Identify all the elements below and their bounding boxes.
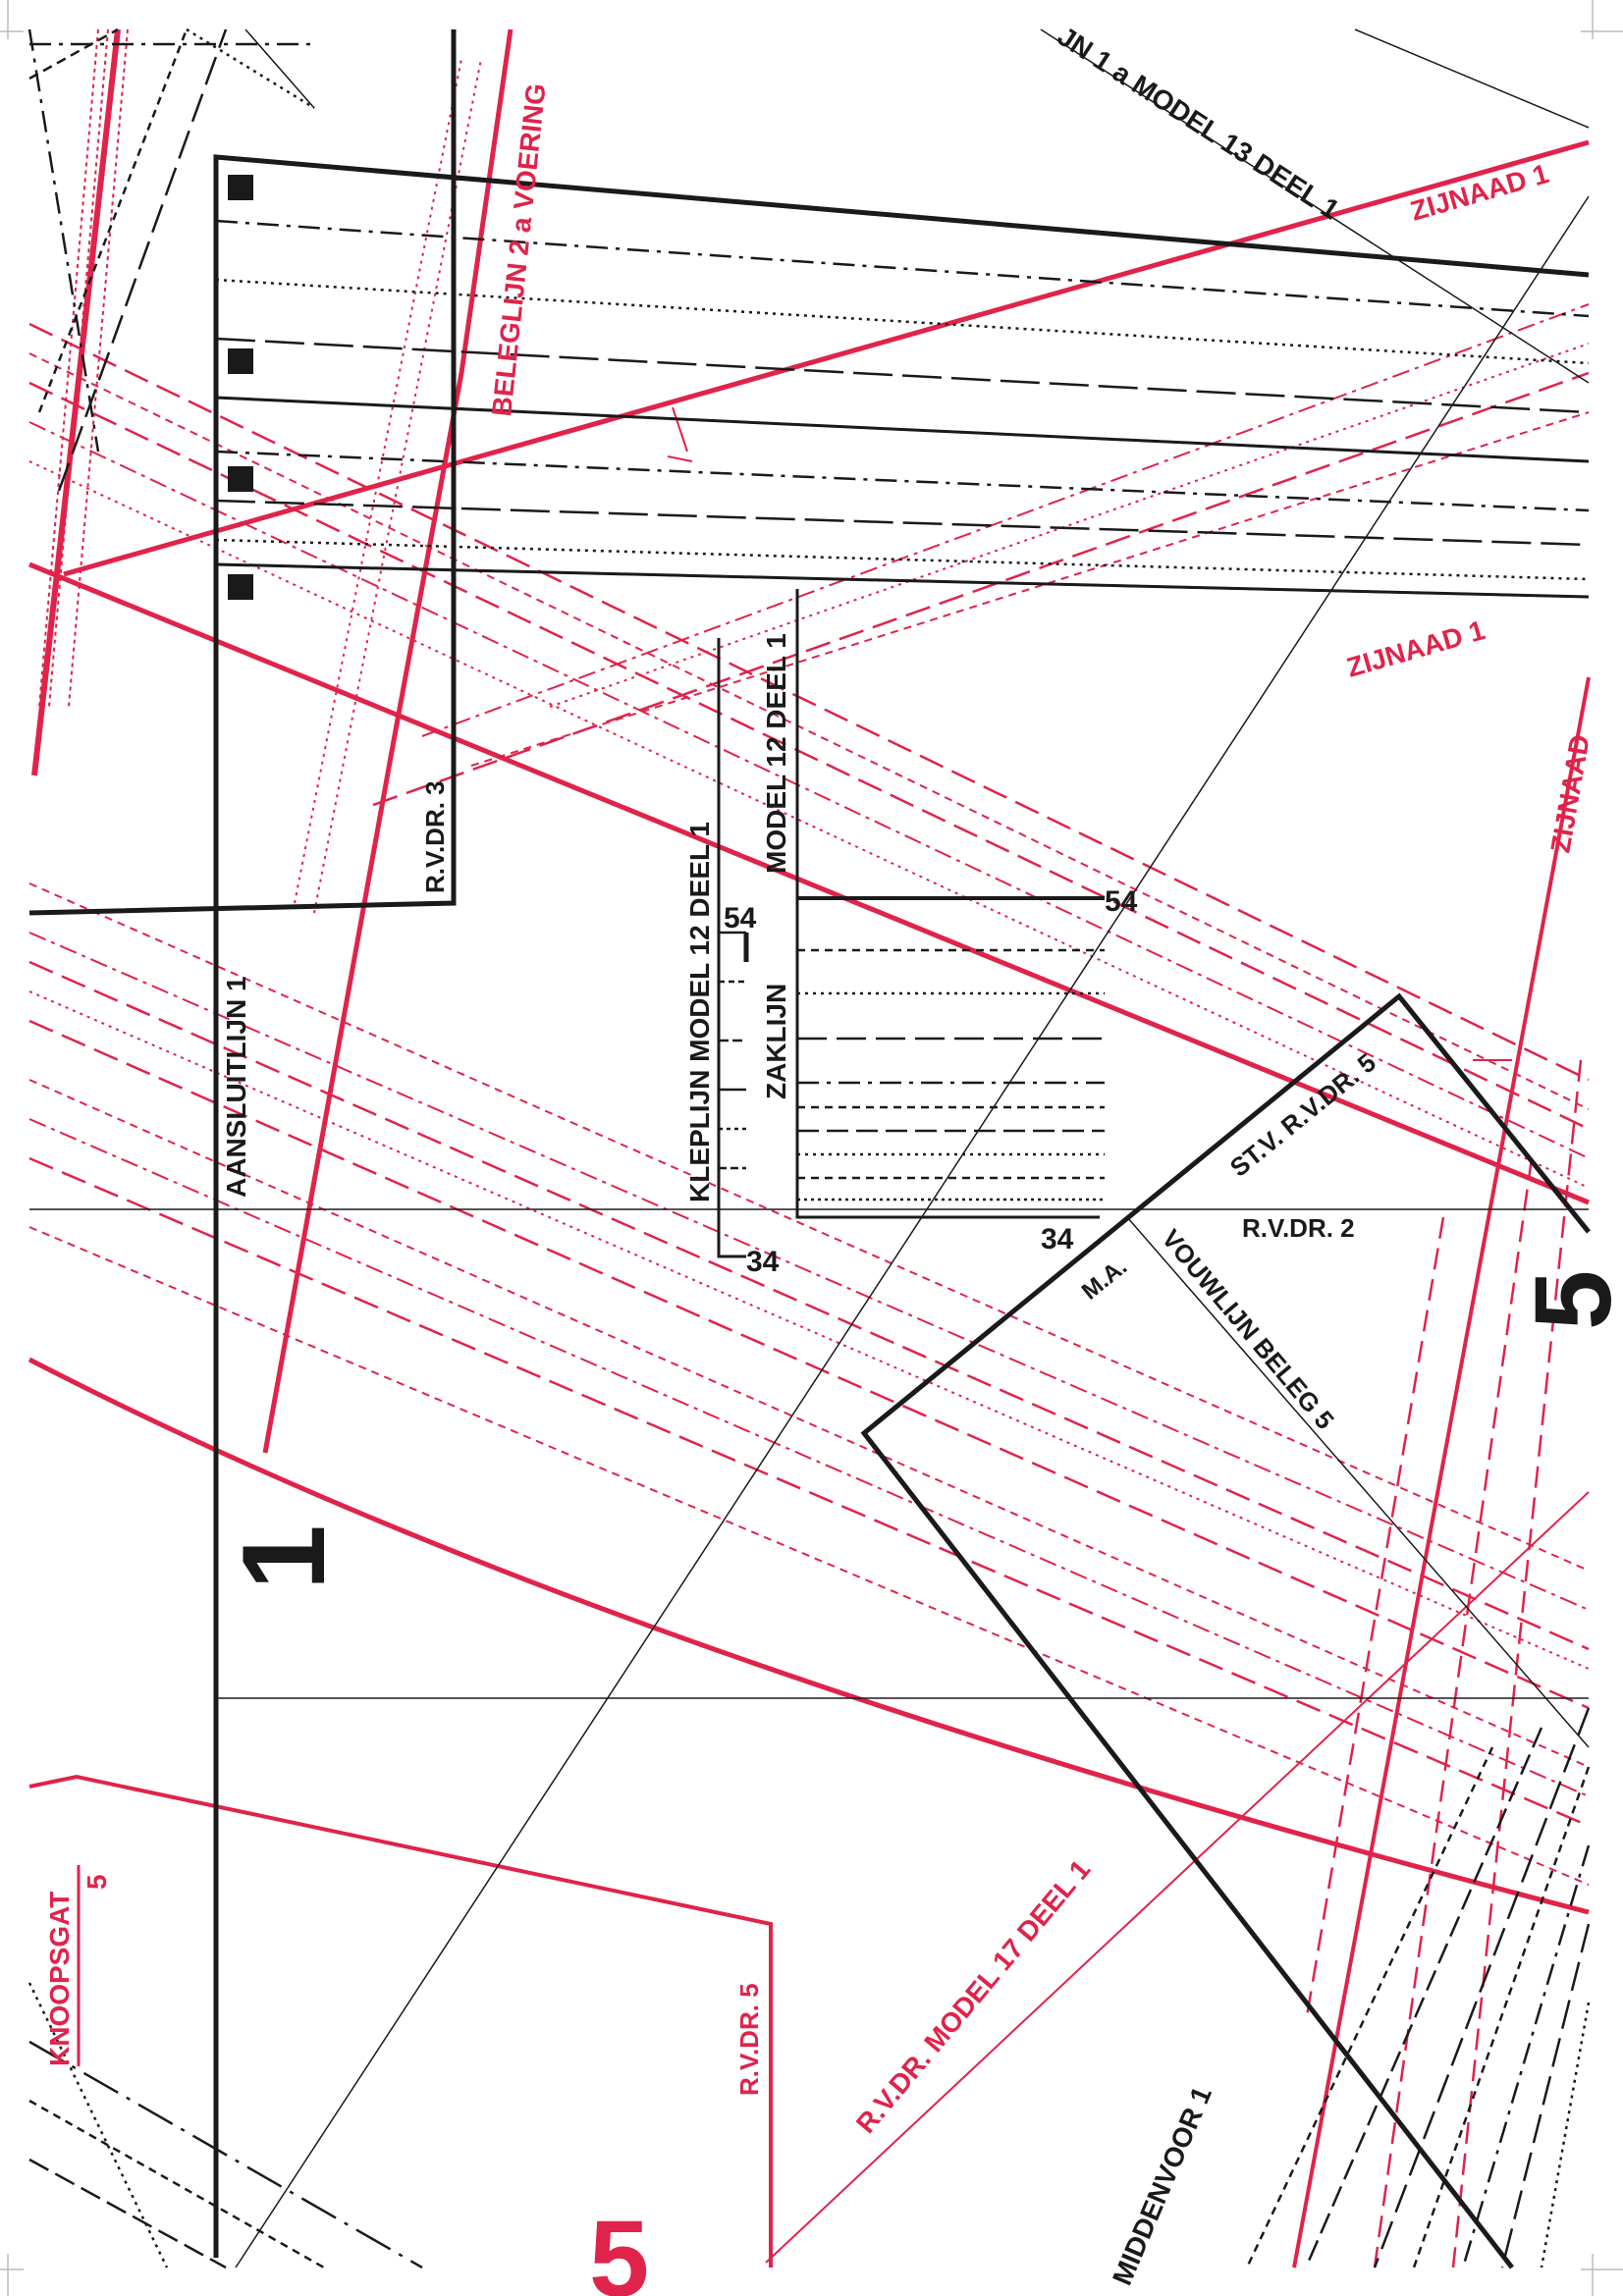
knoopsgat-number: 5 [81,1874,112,1890]
num-54-left: 54 [724,902,757,934]
aansluitlijn-label: AANSLUITLIJN 1 [221,976,251,1198]
rvdr3-label: R.V.DR. 3 [420,780,450,893]
big-number-1: 1 [218,1524,350,1590]
stvrvdr5-label: ST.V. R.V.DR. 5 [1224,1047,1381,1183]
zijnaad-line-top [63,139,1590,577]
labels: JN 1 a MODEL 13 DEEL 1 ZIJNAAD 1 ZIJNAAD… [44,21,1623,2296]
voering-line [262,28,514,1454]
ma-label: M.A. [1077,1254,1132,1306]
knoopsgat-label: KNOOPSGAT [44,1892,75,2066]
red-line-group [27,28,1591,2269]
model13-line [1040,28,1590,384]
rvdr2-label: R.V.DR. 2 [1242,1213,1355,1243]
rvdr5-label: R.V.DR. 5 [734,1983,764,2096]
facing-triangle [860,992,1591,2269]
zaklijn-label: ZAKLIJN [761,984,791,1099]
zijnaad-label-mid: ZIJNAAD 1 [1343,614,1488,683]
vouwlijn-line [1126,1216,1590,1748]
kleplijn-frame [717,638,746,1258]
zijnaad-label-right: ZIJNAAD [1544,732,1596,855]
rvdr5-outline [28,1774,773,2268]
marker-squares [228,175,253,600]
long-diagonal-red [28,561,1590,1205]
big-number-5-bottom: 5 [589,2199,649,2296]
model12-label: MODEL 12 DEEL 1 [761,633,791,874]
model13-label: JN 1 a MODEL 13 DEEL 1 [1053,21,1345,226]
left-edge-red [31,28,121,776]
big-number-5: 5 [1513,1270,1623,1330]
thin-diagonal [235,195,1590,2269]
num-54-right: 54 [1105,885,1138,918]
black-line-group [27,27,1591,2269]
middenvoor-label: MIDDENVOOR 1 [1107,2082,1217,2289]
zijnaad-label-top: ZIJNAAD 1 [1407,158,1552,227]
frame-top-left [213,154,1590,2258]
kleplijn-label: KLEPLIJN MODEL 12 DEEL 1 [684,822,715,1202]
num-34-bottom: 34 [746,1246,780,1278]
curve-lower-red [27,1357,1590,1915]
model17-line [765,1491,1590,2264]
num-34-right: 34 [1041,1223,1074,1255]
rvdr3-frame [28,29,457,916]
vouwlijn-label: VOUWLIJN BELEG 5 [1156,1224,1339,1435]
zaklijn-frame [795,589,1100,1219]
right-vertical-red [1292,676,1591,2269]
rvdr-model17-label: R.V.DR. MODEL 17 DEEL 1 [850,1854,1096,2139]
